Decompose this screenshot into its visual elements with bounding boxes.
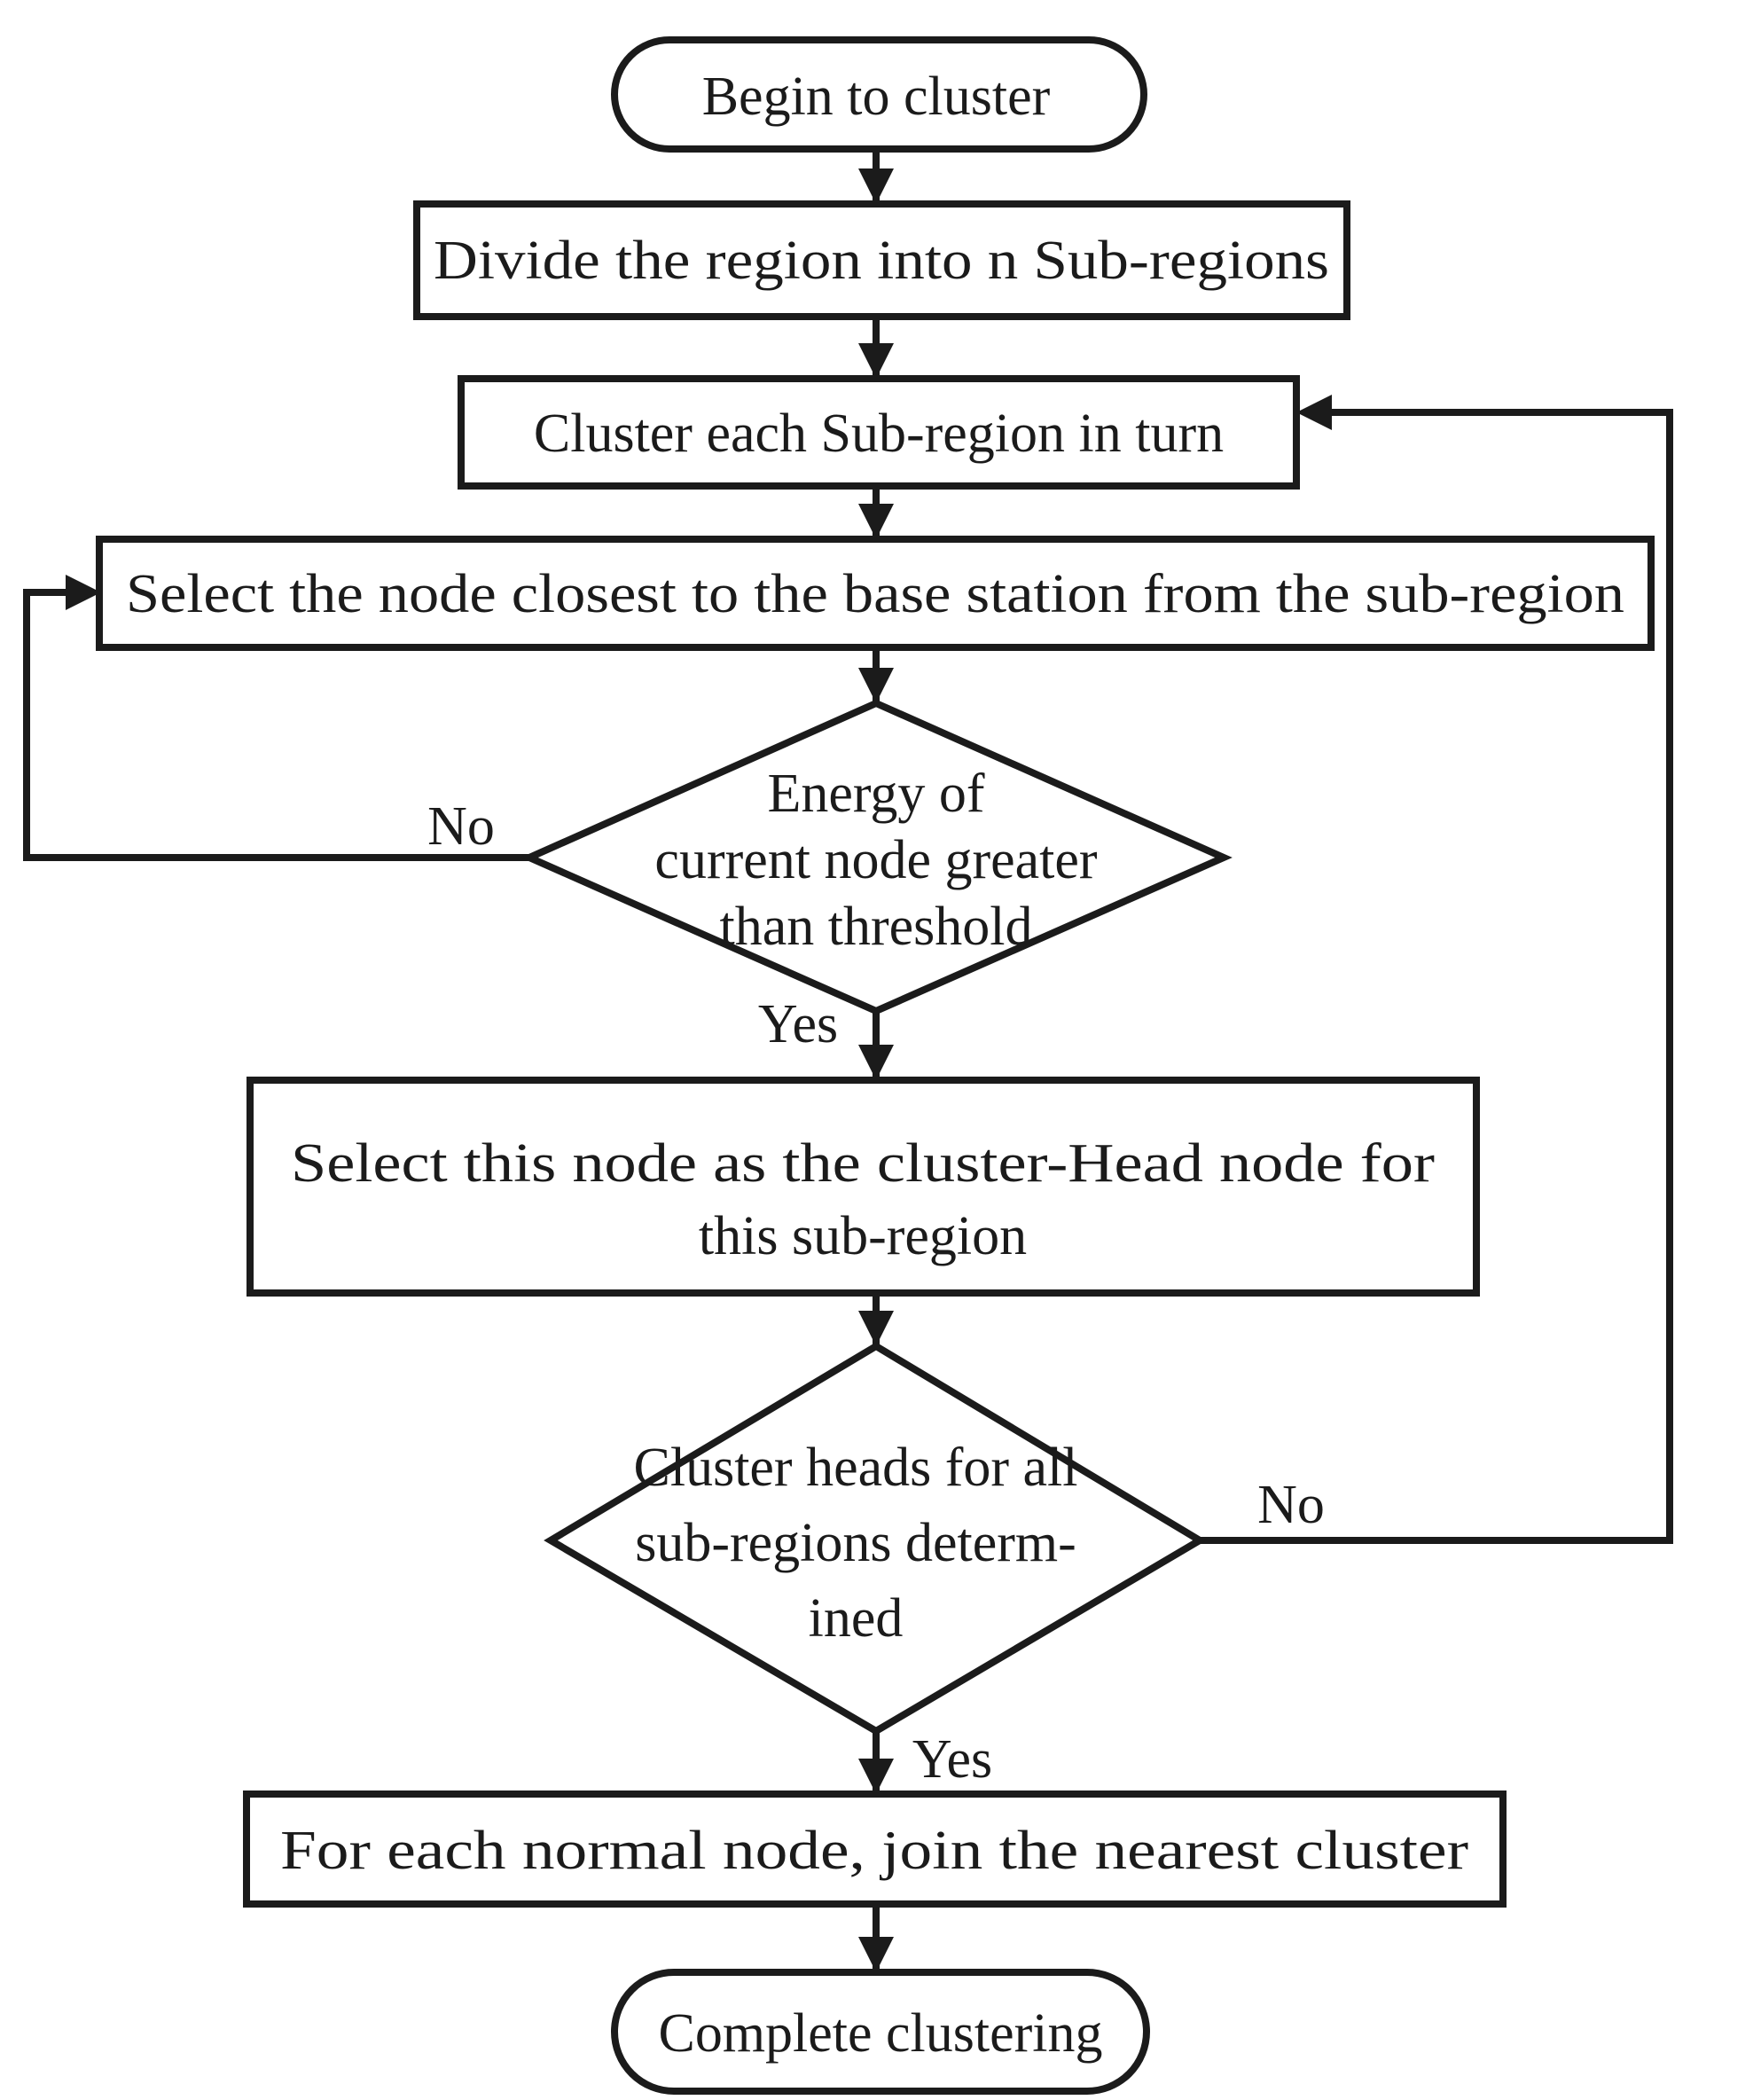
node-join-nearest-label: For each normal node, join the nearest c… <box>280 1821 1468 1881</box>
node-energy-check-line2: current node greater <box>654 830 1098 890</box>
node-complete-label: Complete clustering <box>658 2003 1102 2064</box>
node-join-nearest-process: For each normal node, join the nearest c… <box>243 1790 1507 1908</box>
node-divide-region-process: Divide the region into n Sub-regions <box>413 200 1350 320</box>
node-cluster-each-label: Cluster each Sub-region in turn <box>534 404 1224 464</box>
node-heads-determined-line1: Cluster heads for all <box>633 1438 1077 1498</box>
node-divide-region-label: Divide the region into n Sub-regions <box>434 231 1329 291</box>
decision-diamond-shape <box>520 699 1233 1015</box>
arrowhead-down-icon <box>858 343 894 379</box>
process-shape <box>247 1077 1480 1297</box>
edge-heads-determined-no-loop: No <box>1200 395 1673 1544</box>
terminator-shape <box>611 1969 1150 2095</box>
edge-energy-check-no-loop: No <box>23 575 529 861</box>
process-shape <box>243 1790 1507 1908</box>
node-energy-check-line3: than threshold <box>720 897 1033 957</box>
edge-select-head-to-heads-determined <box>858 1293 894 1346</box>
node-heads-determined-line2: sub-regions determ- <box>635 1513 1076 1573</box>
node-begin-label: Begin to cluster <box>702 67 1051 127</box>
node-energy-check-line1: Energy of <box>767 764 984 824</box>
terminator-shape <box>611 36 1147 153</box>
edge-label-no: No <box>427 796 495 857</box>
node-select-head-line1: Select this node as the cluster-Head nod… <box>291 1133 1435 1194</box>
edge-label-yes: Yes <box>758 994 838 1054</box>
edge-select-closest-to-energy-check <box>858 647 894 703</box>
edge-heads-determined-yes: Yes <box>858 1729 992 1794</box>
edge-begin-to-divide <box>858 149 894 204</box>
node-heads-determined-line3: ined <box>809 1588 904 1649</box>
edge-energy-check-yes: Yes <box>758 994 894 1080</box>
edge-label-yes: Yes <box>912 1729 992 1790</box>
edge-cluster-each-to-select-closest <box>858 486 894 539</box>
decision-diamond-shape <box>544 1342 1207 1736</box>
connector-line <box>23 589 529 861</box>
arrowhead-right-icon <box>66 575 101 610</box>
process-shape <box>458 375 1300 490</box>
connector-line <box>1200 409 1673 1544</box>
node-energy-check-decision: Energy of current node greater than thre… <box>520 699 1233 1015</box>
arrowhead-down-icon <box>858 1759 894 1794</box>
arrowhead-down-icon <box>858 1311 894 1346</box>
node-begin-terminator: Begin to cluster <box>611 36 1147 153</box>
node-select-head-process: Select this node as the cluster-Head nod… <box>247 1077 1480 1297</box>
node-select-closest-process: Select the node closest to the base stat… <box>96 536 1655 651</box>
node-complete-terminator: Complete clustering <box>611 1969 1150 2095</box>
arrowhead-down-icon <box>858 1045 894 1080</box>
node-heads-determined-decision: Cluster heads for all sub-regions determ… <box>544 1342 1207 1736</box>
arrowhead-down-icon <box>858 668 894 703</box>
edge-label-no: No <box>1257 1475 1325 1535</box>
arrowhead-down-icon <box>858 504 894 539</box>
edge-divide-to-cluster-each <box>858 317 894 379</box>
node-select-closest-label: Select the node closest to the base stat… <box>126 564 1624 624</box>
node-cluster-each-process: Cluster each Sub-region in turn <box>458 375 1300 490</box>
arrowhead-down-icon <box>858 1937 894 1972</box>
edge-join-to-complete <box>858 1904 894 1972</box>
arrowhead-left-icon <box>1296 395 1332 430</box>
node-select-head-line2: this sub-region <box>699 1206 1027 1266</box>
arrowhead-down-icon <box>858 168 894 204</box>
process-shape <box>413 200 1350 320</box>
process-shape <box>96 536 1655 651</box>
